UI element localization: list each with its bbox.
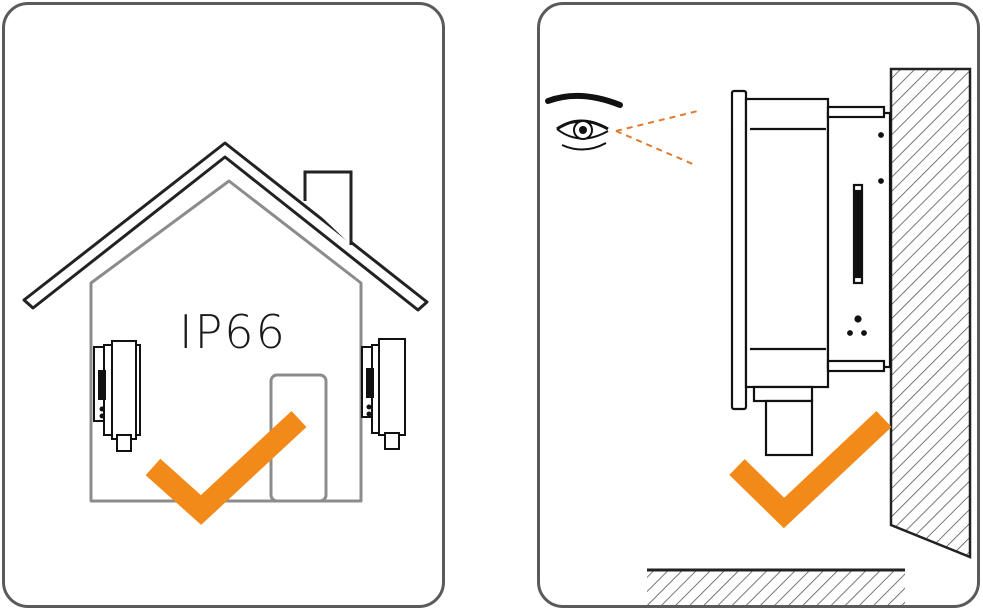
- inverter-left: [93, 340, 141, 452]
- floor: [647, 568, 905, 605]
- outdoor-installation-panel: IP66: [2, 2, 445, 608]
- sight-lines: [615, 110, 699, 166]
- house-illustration: [22, 141, 429, 525]
- wall: [889, 67, 972, 559]
- inverter-side-view: [730, 89, 892, 457]
- checkmark-icon: [145, 410, 307, 525]
- checkmark-icon: [729, 410, 892, 529]
- eye-icon: [545, 92, 623, 151]
- wall-mount-illustration: [545, 67, 972, 605]
- wall-mount-panel: [537, 2, 980, 608]
- ip-rating-label: IP66: [179, 305, 287, 359]
- inverter-right: [361, 338, 406, 450]
